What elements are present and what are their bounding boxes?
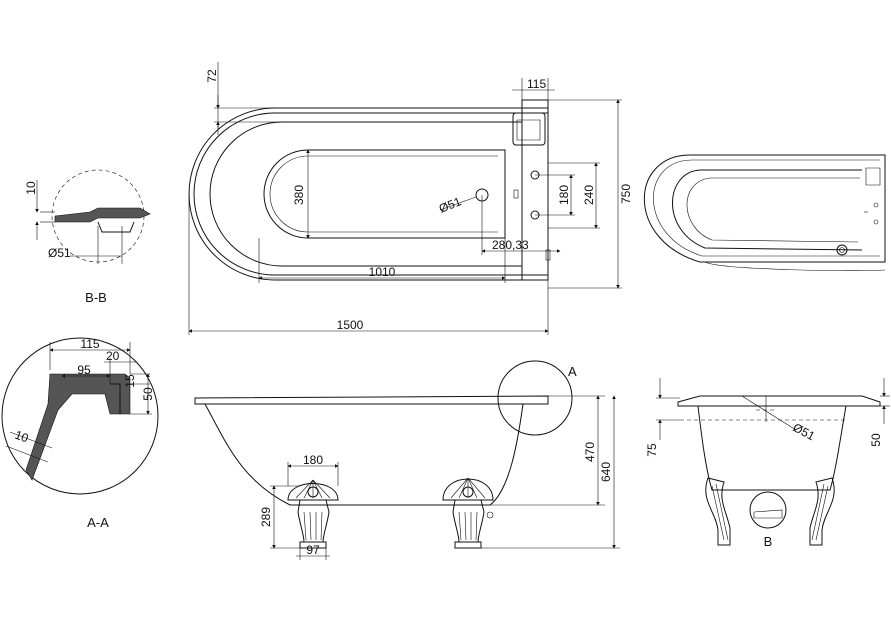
front-dim-470: 470 bbox=[583, 442, 597, 462]
dim-180: 180 bbox=[557, 185, 571, 205]
dim-115: 115 bbox=[527, 77, 546, 91]
dim-72: 72 bbox=[205, 69, 219, 83]
dim-1500: 1500 bbox=[337, 318, 364, 332]
section-b-b: 10 Ø51 B-B bbox=[24, 169, 151, 305]
perspective-view bbox=[643, 154, 886, 272]
front-dim-97: 97 bbox=[306, 543, 320, 557]
aa-dim-15: 15 bbox=[123, 374, 137, 388]
aa-dim-50: 50 bbox=[141, 387, 155, 401]
dim-380: 380 bbox=[292, 185, 306, 205]
side-dim-50: 50 bbox=[869, 433, 883, 447]
top-view: 72 115 380 Ø51 180 240 750 280,33 bbox=[188, 62, 633, 335]
dim-51: Ø51 bbox=[437, 194, 464, 216]
claw-foot-left bbox=[287, 479, 339, 549]
aa-dim-115: 115 bbox=[80, 337, 99, 351]
claw-foot-right bbox=[442, 477, 494, 549]
section-a-a: 115 20 95 15 50 10 A-A bbox=[1, 337, 159, 530]
claw-foot-side-right bbox=[809, 477, 835, 546]
dim-280: 280,33 bbox=[492, 238, 529, 252]
detail-b-label: B bbox=[764, 534, 773, 549]
bb-dim-10: 10 bbox=[24, 181, 38, 195]
dim-240: 240 bbox=[582, 185, 596, 205]
aa-label: A-A bbox=[87, 515, 109, 530]
front-view: A 180 289 bbox=[194, 360, 620, 560]
front-dim-180: 180 bbox=[303, 453, 323, 467]
aa-dim-20: 20 bbox=[106, 349, 120, 363]
claw-foot-side-left bbox=[705, 477, 731, 546]
aa-dim-95: 95 bbox=[77, 363, 91, 377]
aa-dim-10: 10 bbox=[13, 428, 31, 446]
side-dim-75: 75 bbox=[645, 443, 659, 457]
front-dim-640: 640 bbox=[599, 462, 613, 482]
bb-dim-51: Ø51 bbox=[48, 246, 71, 260]
side-dim-51: Ø51 bbox=[791, 420, 818, 443]
dim-1010: 1010 bbox=[369, 265, 396, 279]
bb-label: B-B bbox=[85, 290, 107, 305]
front-dim-289: 289 bbox=[259, 507, 273, 527]
dim-750: 750 bbox=[619, 184, 633, 204]
side-view: Ø51 B 75 50 bbox=[645, 378, 890, 549]
detail-a-label: A bbox=[568, 364, 577, 379]
